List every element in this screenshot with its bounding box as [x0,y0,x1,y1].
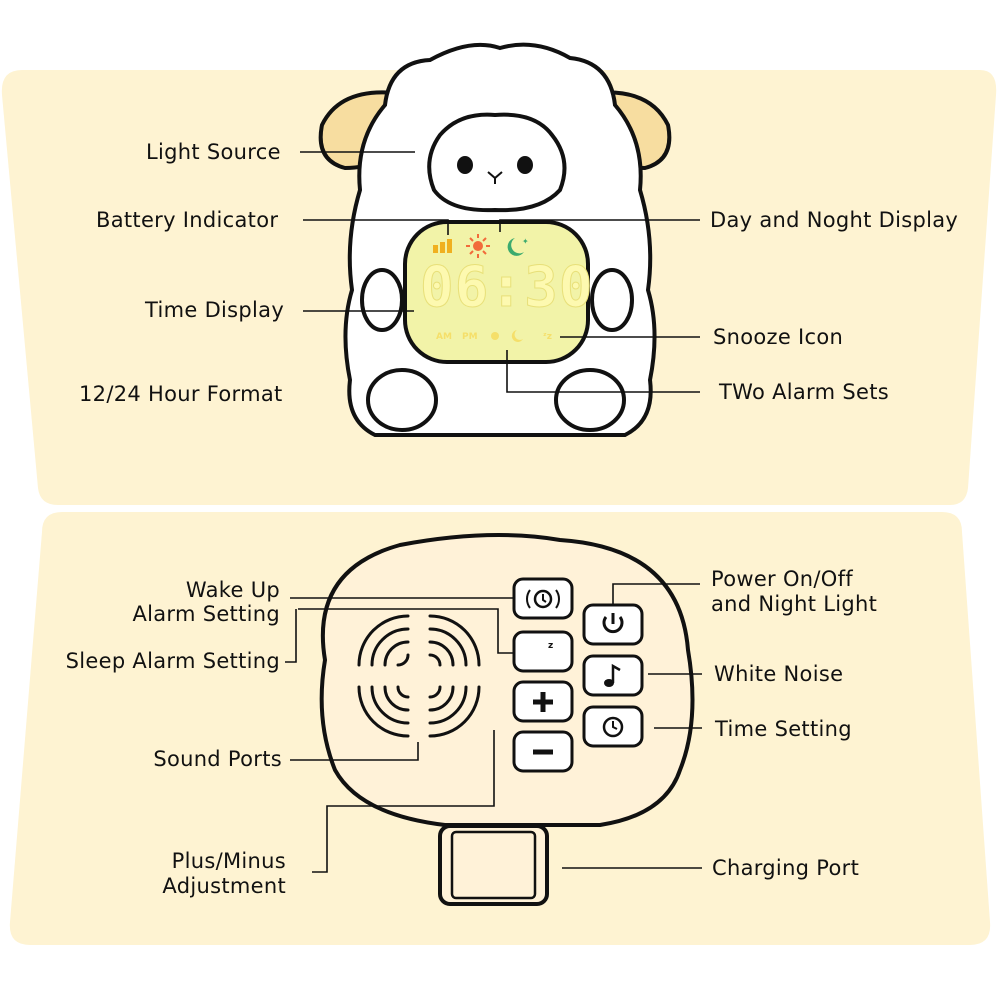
sheep-face [427,112,567,213]
alarm-clock-icon [533,589,553,609]
charging-port-inner [450,830,537,900]
label-white-noise: White Noise [714,662,844,686]
moon-icon: ✦ [507,237,529,256]
right-eye [517,156,533,174]
right-arm [590,268,634,332]
label-sleep-alarm: Sleep Alarm Setting [65,649,280,673]
leader-lines-top [300,151,700,393]
plus-icon [533,692,553,712]
label-plus-minus-line1: Plus/Minus [171,849,286,873]
snooze-indicator: ᶻz [543,332,552,342]
time-setting-button[interactable] [582,705,644,748]
label-day-night-display: Day and Noght Display [710,208,959,232]
minus-button[interactable] [512,730,574,773]
time-display-digits: 06:30 [420,255,594,320]
clock-icon [602,716,624,738]
white-noise-button[interactable] [582,654,644,697]
sheep-front: ✦ AM PM ᶻz [300,42,700,437]
label-two-alarm-sets: TWo Alarm Sets [719,380,889,404]
label-time-display: Time Display [145,298,285,322]
sleep-alarm-button[interactable]: z [512,630,574,673]
plus-button[interactable] [512,680,574,723]
leader-lines-bottom [285,583,702,873]
label-hour-format: 12/24 Hour Format [79,382,283,406]
alarm-sun-indicator [491,332,499,340]
sheep-back: z [285,533,702,906]
left-arm [360,268,404,332]
left-eye [457,156,473,174]
label-wake-up-alarm-line1: Wake Up [185,578,280,602]
right-foot [554,368,626,432]
alarm-moon-indicator [511,330,523,342]
svg-text:z: z [548,641,553,651]
speaker-grille [357,614,481,738]
label-sound-ports: Sound Ports [153,747,282,771]
label-power-line1: Power On/Off [711,567,853,591]
mouth [487,171,503,184]
status-row: AM PM ᶻz [436,330,552,342]
lcd-screen [403,220,590,364]
label-battery-indicator: Battery Indicator [96,208,279,232]
svg-text:✦: ✦ [522,237,529,246]
label-charging-port: Charging Port [712,856,860,880]
left-foot [366,368,438,432]
label-wake-up-alarm-line2: Alarm Setting [132,602,280,626]
pm-label: PM [462,332,478,342]
power-icon [602,613,624,634]
label-snooze-icon: Snooze Icon [713,325,844,349]
label-light-source: Light Source [146,140,281,164]
music-note-icon [604,663,621,687]
label-plus-minus-line2: Adjustment [162,874,286,898]
power-button[interactable] [582,603,644,646]
sun-icon [466,234,490,258]
battery-icon [433,239,452,253]
wake-alarm-button[interactable] [512,577,574,620]
label-time-setting: Time Setting [715,717,852,741]
am-label: AM [436,332,452,342]
label-power-line2: and Night Light [711,592,878,616]
